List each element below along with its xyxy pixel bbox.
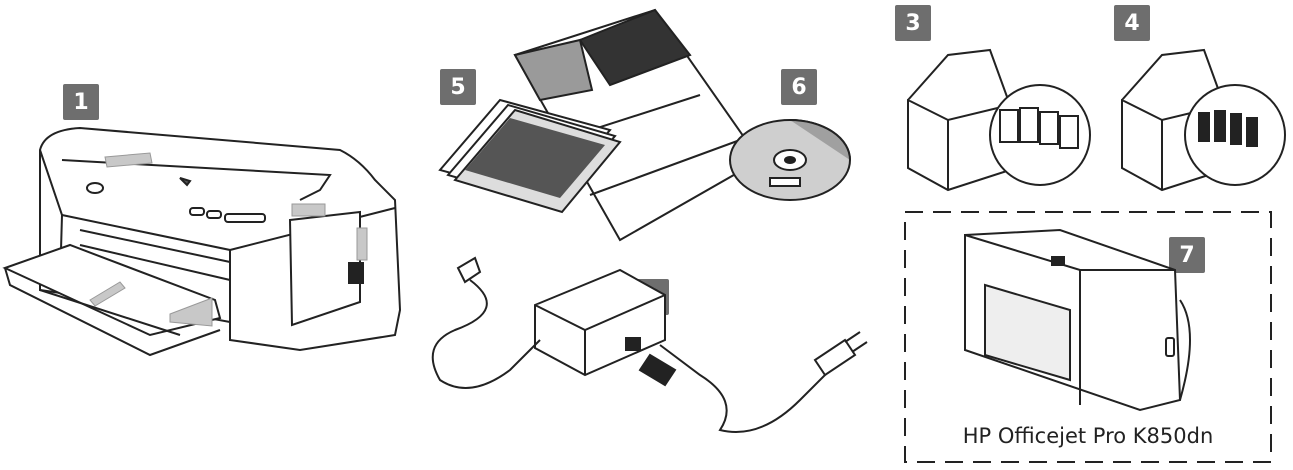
- duplexer-caption: HP Officejet Pro K850dn: [920, 424, 1256, 448]
